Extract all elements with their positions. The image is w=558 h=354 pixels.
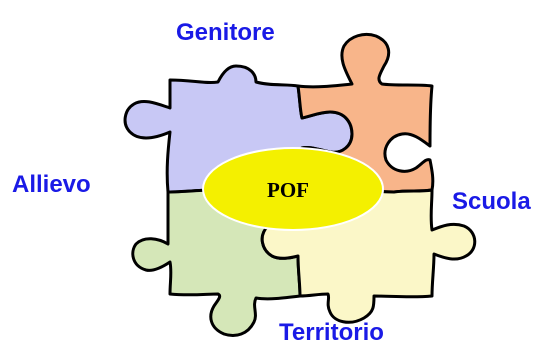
label-scuola: Scuola [452,188,531,215]
label-genitore: Genitore [176,19,275,46]
label-territorio: Territorio [279,319,384,346]
label-allievo: Allievo [12,171,91,198]
center-oval [202,147,384,231]
center-label: POF [267,178,309,202]
